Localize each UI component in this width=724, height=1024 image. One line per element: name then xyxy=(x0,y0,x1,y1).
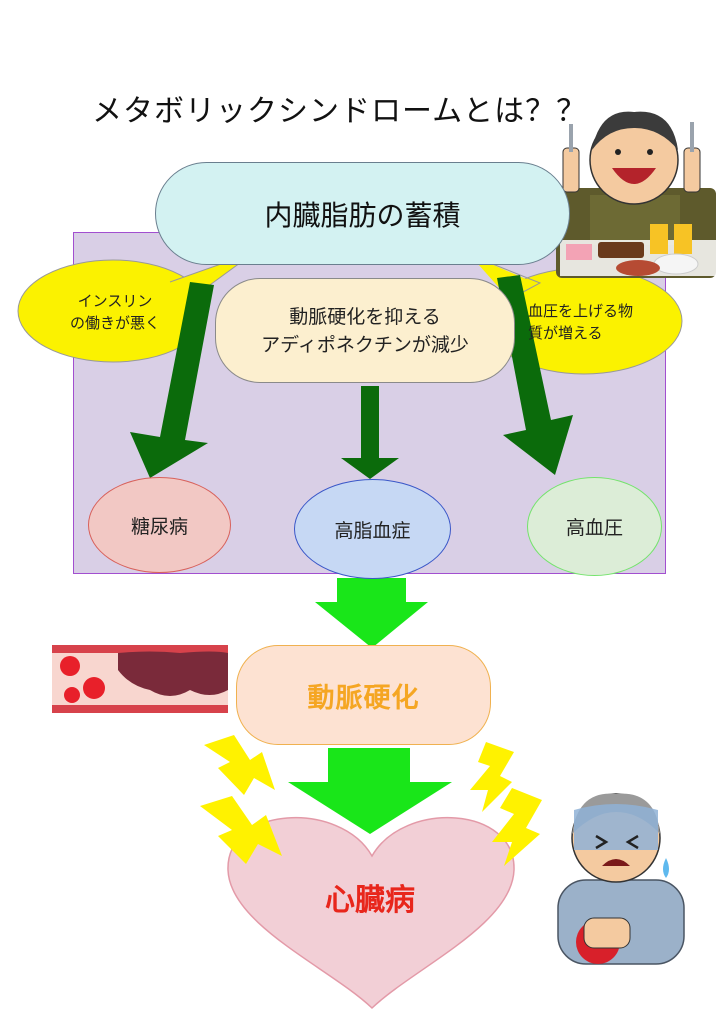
bright-arrow-lower xyxy=(288,748,452,834)
lightning-icon xyxy=(200,735,542,866)
chest-pain-man-illustration xyxy=(557,793,685,965)
hyperlipidemia-circle: 高脂血症 xyxy=(294,479,451,579)
blocked-artery-illustration xyxy=(52,645,228,713)
dark-arrow-right xyxy=(497,275,573,475)
hypertension-circle: 高血圧 xyxy=(527,477,662,576)
adiponectin-line1: 動脈硬化を抑える xyxy=(289,305,441,328)
visceral-fat-box: 内臓脂肪の蓄積 xyxy=(155,162,570,265)
right-bubble-text: 血圧を上げる物 質が増える xyxy=(528,302,634,342)
arteriosclerosis-box: 動脈硬化 xyxy=(236,645,491,745)
page-title: メタボリックシンドロームとは？？ xyxy=(92,94,588,129)
adiponectin-line2: アディポネクチンが減少 xyxy=(261,333,469,356)
heart-disease-label: 心臓病 xyxy=(325,883,415,918)
eating-man-illustration xyxy=(556,111,722,278)
bright-arrow-upper xyxy=(315,578,428,648)
left-bubble-text: インスリン の働きが悪く xyxy=(69,292,160,332)
diabetes-circle: 糖尿病 xyxy=(88,477,231,573)
dark-arrow-center xyxy=(341,386,399,479)
adiponectin-box: 動脈硬化を抑える アディポネクチンが減少 xyxy=(215,278,515,383)
dark-arrow-left xyxy=(130,282,214,478)
